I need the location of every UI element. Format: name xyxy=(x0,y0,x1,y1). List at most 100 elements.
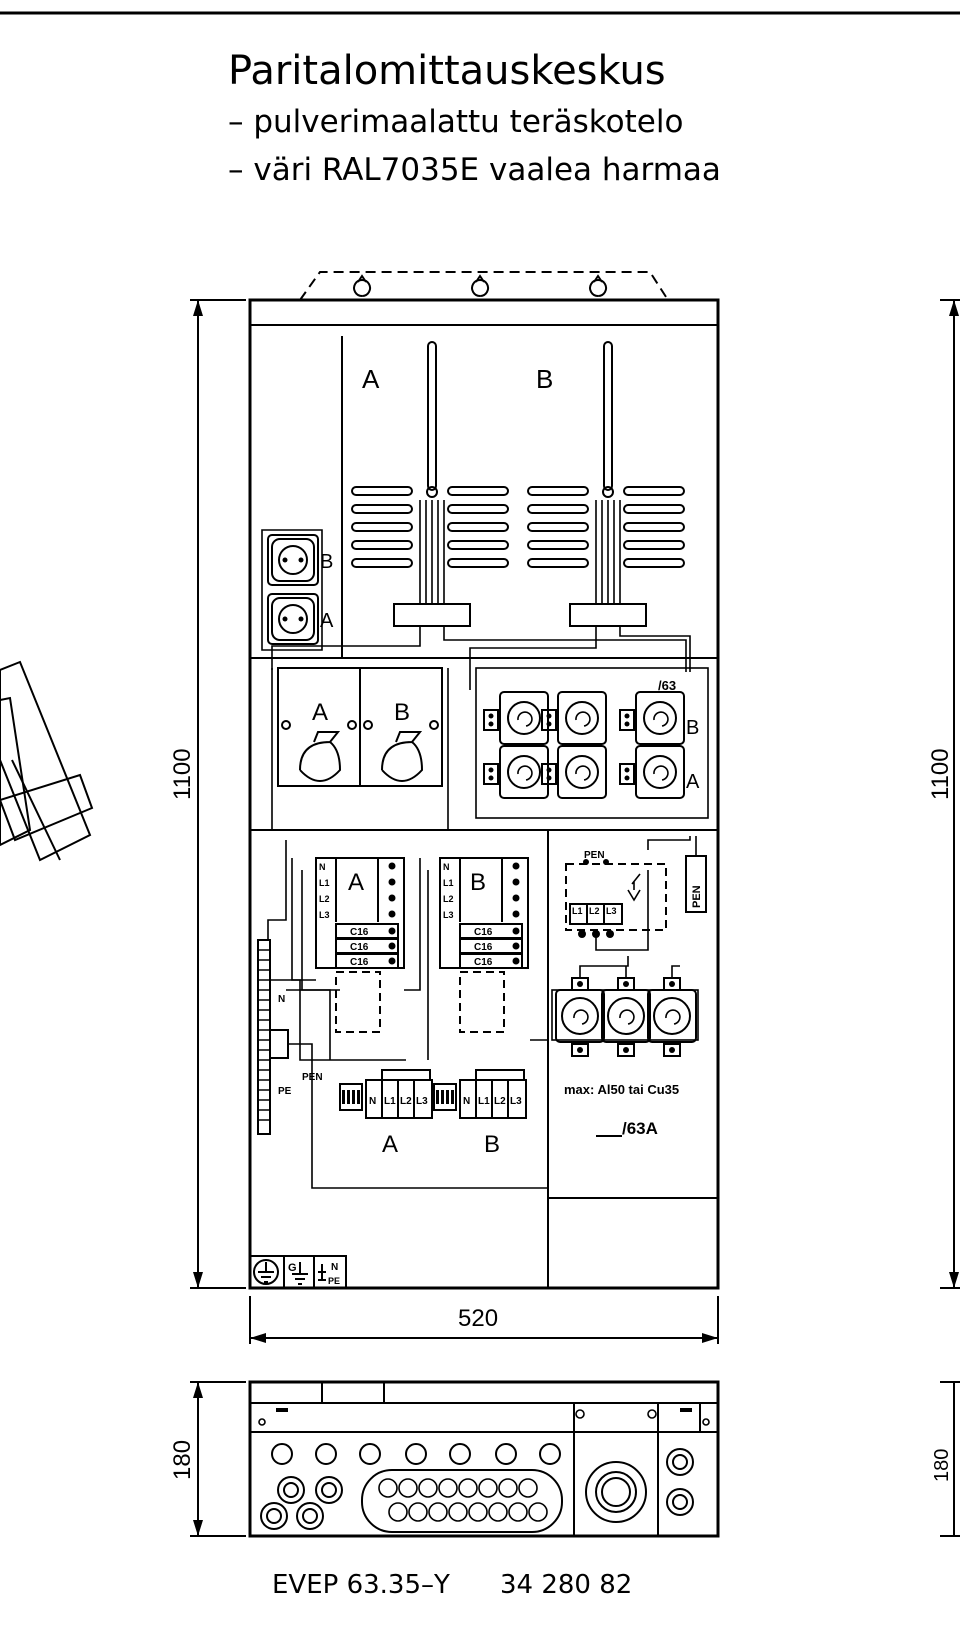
spd-l3: L3 xyxy=(606,906,617,916)
fuse-screw xyxy=(546,767,552,773)
fuse-terminal xyxy=(619,763,635,785)
vent-slot xyxy=(623,540,685,550)
terminal-pin xyxy=(347,1090,350,1104)
terminal-a-label: A xyxy=(382,1131,398,1158)
fuse-row-b-label: B xyxy=(686,717,699,739)
spec-line-coating: – pulverimaalattu teräskotelo xyxy=(228,104,683,140)
vent-slot xyxy=(447,486,509,496)
fuse-cap xyxy=(643,755,677,789)
vent-slot xyxy=(351,504,413,514)
earth-bar-n-label: N xyxy=(278,994,285,1005)
mcb-c16-label: C16 xyxy=(350,927,369,938)
breaker-n-label: N xyxy=(319,862,326,872)
vent-slot xyxy=(351,558,413,568)
breaker-l1-label: L1 xyxy=(319,878,330,888)
vent-slot xyxy=(351,540,413,550)
terminal-l2-label: L2 xyxy=(400,1096,412,1107)
cee-outlet-a-label: A xyxy=(312,699,328,726)
multi-cable-hole xyxy=(428,1502,448,1522)
symbol-n-label: N xyxy=(331,1262,338,1273)
earth-symbols xyxy=(249,1255,347,1289)
terminal-pin xyxy=(352,1090,355,1104)
cable-knockout xyxy=(315,1443,337,1465)
multi-cable-hole xyxy=(438,1478,458,1498)
product-code: EVEP 63.35–Y xyxy=(272,1570,450,1600)
fuse-screw xyxy=(546,713,552,719)
vent-slot xyxy=(527,486,589,496)
fuse-screw xyxy=(488,775,494,781)
vent-slot xyxy=(623,558,685,568)
fuse-screw xyxy=(624,713,630,719)
multi-cable-hole xyxy=(478,1478,498,1498)
fuse-cap xyxy=(643,701,677,735)
main-fuse-screw xyxy=(623,1047,629,1053)
cable-gland-inner xyxy=(672,1454,688,1470)
fuse-base xyxy=(635,691,685,745)
product-number: 34 280 82 xyxy=(500,1570,632,1600)
multi-cable-hole xyxy=(498,1478,518,1498)
mcb-c16-label: C16 xyxy=(474,942,493,953)
fuse-cap-mark xyxy=(517,711,533,727)
meter-a-label: A xyxy=(362,364,380,394)
surge-protector xyxy=(565,836,707,951)
terminal-top-clamp xyxy=(475,1069,525,1081)
vent-slot xyxy=(447,504,509,514)
multi-cable-hole xyxy=(518,1478,538,1498)
fuse-cap xyxy=(507,701,541,735)
breaker-bottom-dashed xyxy=(459,971,505,1033)
terminal-l2-label: L2 xyxy=(494,1096,506,1107)
cable-gland-inner xyxy=(283,1482,299,1498)
fuse-area-outline xyxy=(475,667,709,819)
terminal-pin xyxy=(436,1090,439,1104)
fuse-cap-mark xyxy=(575,711,591,727)
terminal-n-label: N xyxy=(463,1096,470,1107)
cable-knockout xyxy=(405,1443,427,1465)
height-dimension-left-label: 1100 xyxy=(169,748,196,800)
fuse-screw xyxy=(546,775,552,781)
cable-gland xyxy=(296,1502,324,1530)
mcb-screw xyxy=(388,957,396,965)
terminal-l1-label: L1 xyxy=(478,1096,490,1107)
fuse-screw xyxy=(488,713,494,719)
fuse-base xyxy=(635,745,685,799)
mcb-screw xyxy=(512,927,520,935)
main-fuse-label: /63A xyxy=(622,1119,658,1138)
terminal-l1-label: L1 xyxy=(384,1096,396,1107)
main-fuses xyxy=(551,956,699,1057)
cable-knockout xyxy=(539,1443,561,1465)
pen-terminal-label: PEN xyxy=(691,885,703,908)
fuse-terminal xyxy=(541,709,557,731)
main-fuse-screw xyxy=(577,1047,583,1053)
small-terminal xyxy=(433,1083,457,1111)
fuse-screw xyxy=(546,721,552,727)
spd-pen-label: PEN xyxy=(584,850,605,861)
terminal-pin xyxy=(451,1090,454,1104)
fuse-cap-mark xyxy=(575,765,591,781)
vent-slot xyxy=(527,558,589,568)
fuse-cap-mark xyxy=(653,711,669,727)
width-dimension xyxy=(249,1296,719,1344)
breaker-screw xyxy=(388,862,396,870)
mcb xyxy=(335,953,399,969)
multi-cable-hole xyxy=(378,1478,398,1498)
vent-slot xyxy=(351,522,413,532)
terminal-l3-label: L3 xyxy=(510,1096,522,1107)
drawing-title: Paritalomittauskeskus xyxy=(228,48,666,94)
depth-dimension xyxy=(190,1381,246,1537)
breaker-screw xyxy=(388,878,396,886)
vent-slot xyxy=(351,486,413,496)
breaker-l3-label: L3 xyxy=(443,910,454,920)
terminal-pin xyxy=(441,1090,444,1104)
terminal-l3-label: L3 xyxy=(416,1096,428,1107)
main-fuse-wiring xyxy=(579,956,680,978)
multi-cable-hole xyxy=(508,1502,528,1522)
vent-slot xyxy=(527,504,589,514)
depth-dimension-right xyxy=(940,1381,960,1537)
breaker-bottom-dashed xyxy=(335,971,381,1033)
fuse-screw xyxy=(624,775,630,781)
side-view-fragment xyxy=(0,660,94,862)
breaker-screw xyxy=(388,910,396,918)
vent-slot xyxy=(623,504,685,514)
main-fuse-screw xyxy=(577,981,583,987)
